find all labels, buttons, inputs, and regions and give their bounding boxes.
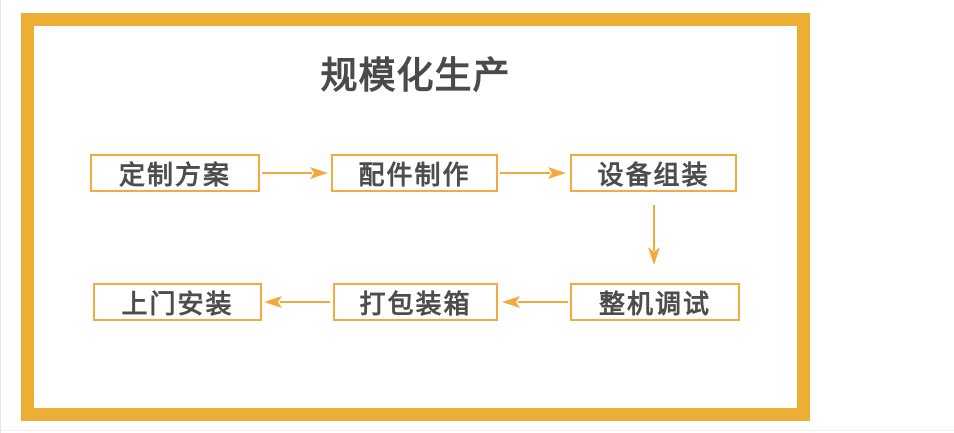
step-custom-plan: 定制方案 bbox=[90, 154, 260, 192]
arrow-right-icon bbox=[500, 167, 566, 179]
diagram-title: 规模化生产 bbox=[320, 55, 511, 96]
arrow-right-icon bbox=[262, 167, 328, 179]
page-edge-bottom bbox=[0, 430, 954, 431]
diagram-frame bbox=[21, 13, 810, 421]
page-edge-left bbox=[0, 0, 1, 433]
arrow-left-icon bbox=[502, 296, 568, 308]
step-packing: 打包装箱 bbox=[333, 283, 498, 321]
step-onsite-installation: 上门安装 bbox=[93, 283, 262, 321]
arrow-left-icon bbox=[264, 296, 330, 308]
arrow-down-icon bbox=[648, 205, 660, 265]
step-machine-testing: 整机调试 bbox=[570, 283, 740, 321]
step-parts-production: 配件制作 bbox=[331, 154, 498, 192]
step-equipment-assembly: 设备组装 bbox=[570, 154, 737, 192]
